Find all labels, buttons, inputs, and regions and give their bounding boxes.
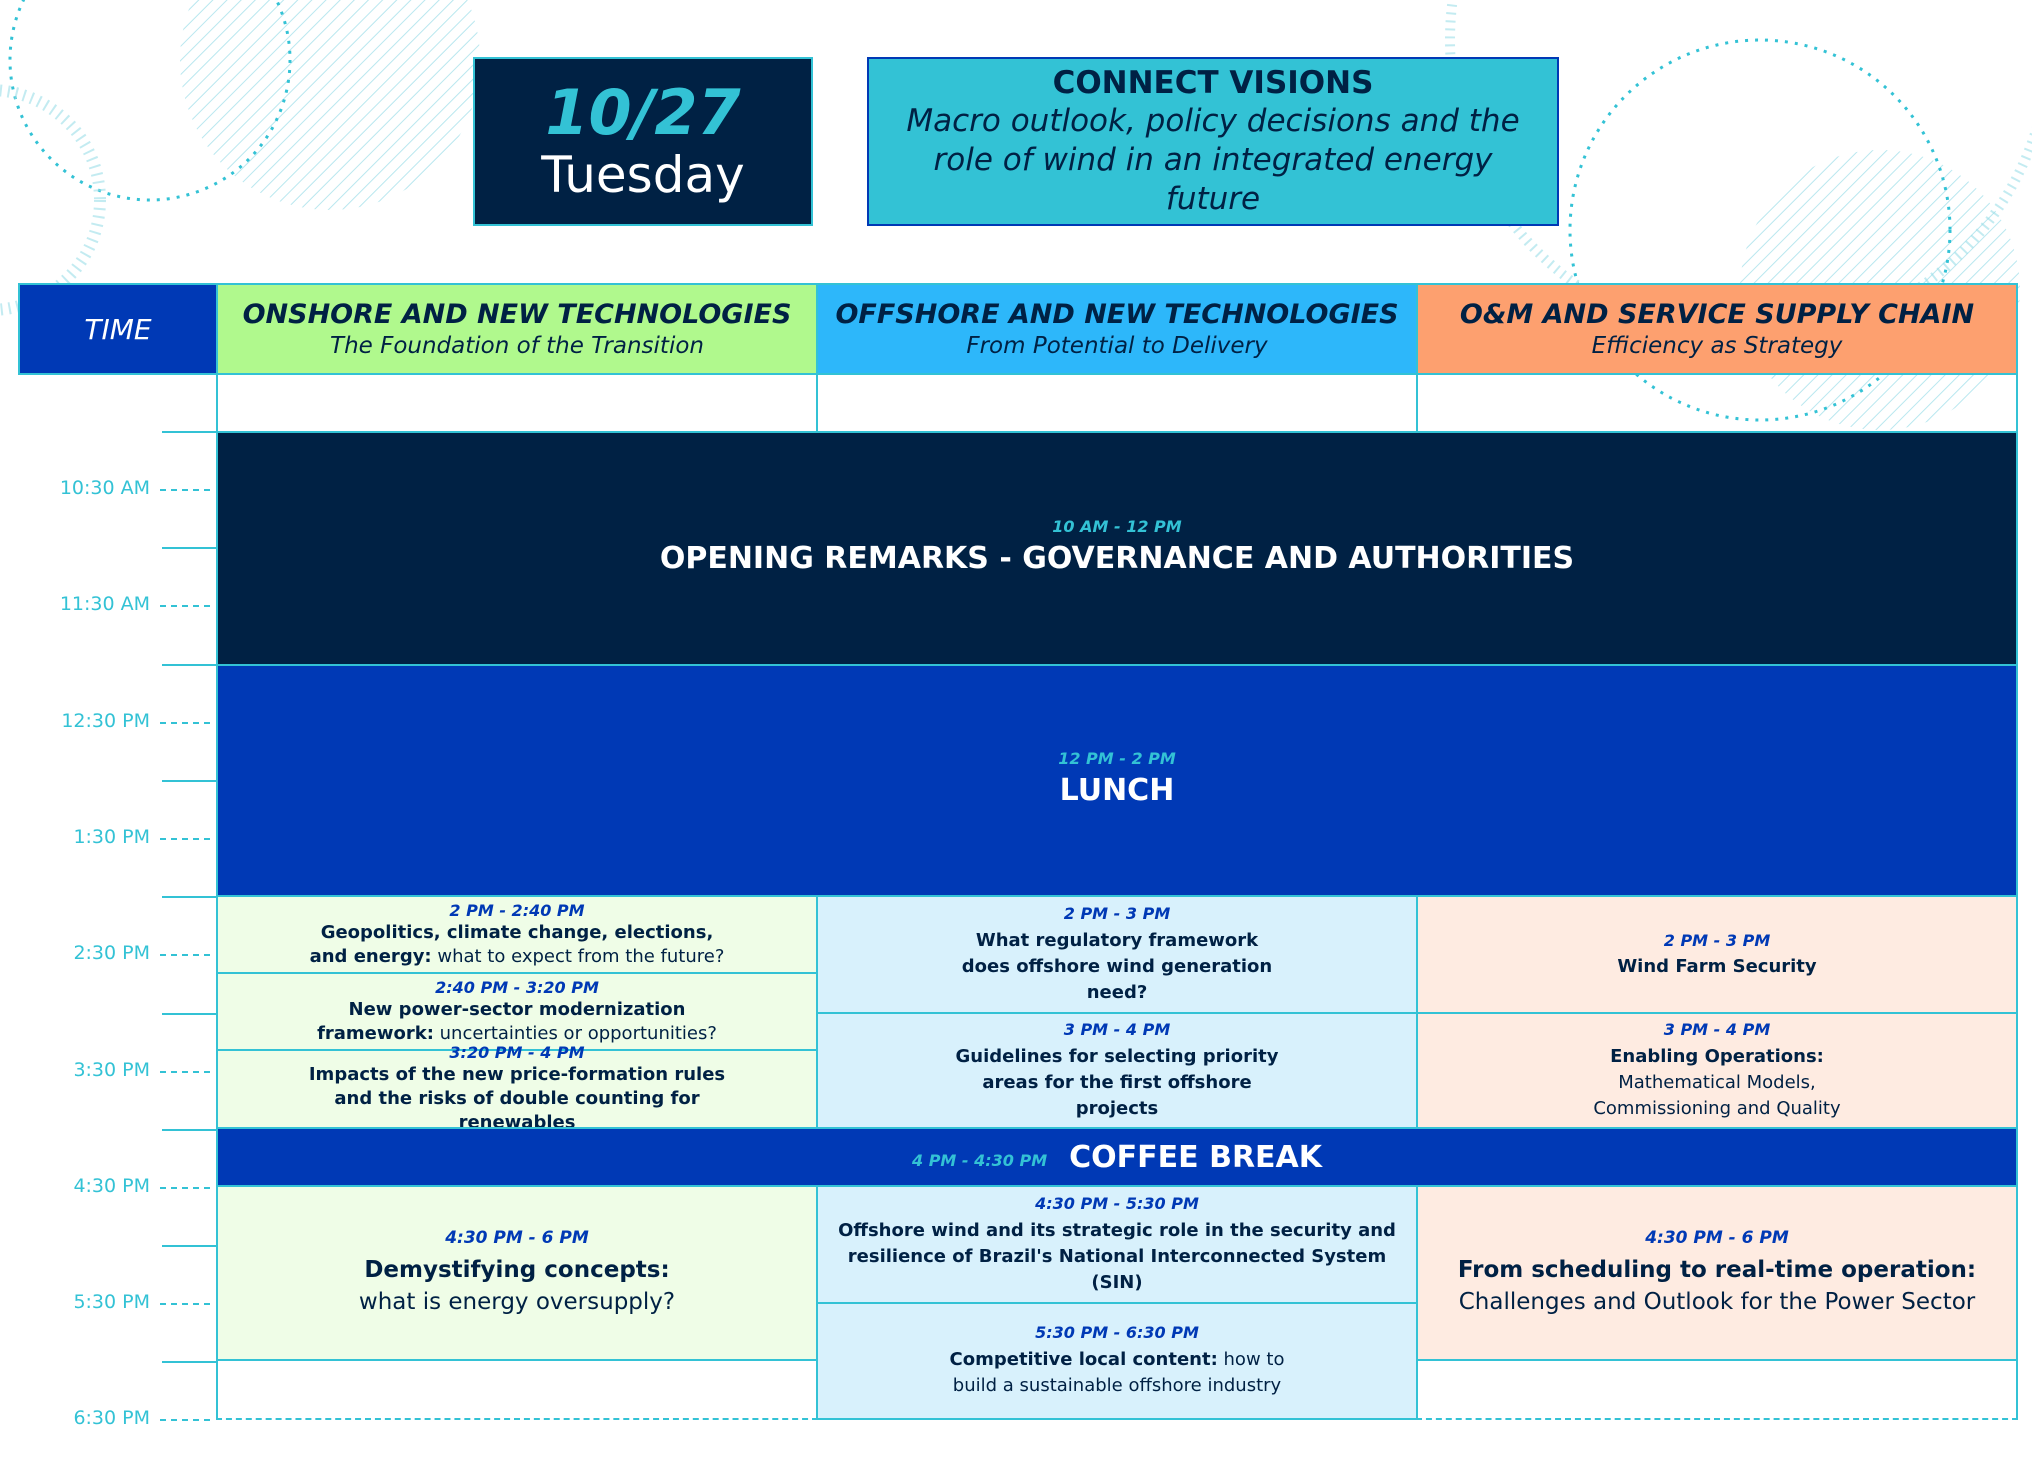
hour-tick [162, 1012, 218, 1015]
track-header-onshore: ONSHORE AND NEW TECHNOLOGIES The Foundat… [216, 283, 818, 375]
session-title: New power-sector modernization framework… [317, 998, 717, 1044]
session-onshore-1[interactable]: 2 PM - 2:40 PM Geopolitics, climate chan… [216, 895, 818, 974]
time-column-header: TIME [18, 283, 218, 375]
session-time: 3 PM - 4 PM [1663, 1019, 1771, 1039]
track-subtitle: The Foundation of the Transition [330, 333, 704, 359]
time-label: 4:30 PM [73, 1174, 150, 1197]
time-dash [160, 1070, 210, 1073]
session-offshore-2[interactable]: 3 PM - 4 PM Guidelines for selecting pri… [816, 1012, 1418, 1129]
session-title-rest: Challenges and Outlook for the Power Sec… [1458, 1289, 1976, 1315]
session-om-3[interactable]: 4:30 PM - 6 PM From scheduling to real-t… [1416, 1185, 2018, 1361]
time-label: 2:30 PM [73, 942, 150, 965]
date-box: 10/27 Tuesday [473, 57, 813, 226]
session-title: Competitive local content: how to build … [949, 1349, 1285, 1396]
track-header-offshore: OFFSHORE AND NEW TECHNOLOGIES From Poten… [816, 283, 1418, 375]
session-time: 10 AM - 12 PM [1052, 516, 1182, 536]
spacer-divider [816, 373, 818, 433]
empty-slot-om [1416, 1359, 2018, 1420]
theme-title: CONNECT VISIONS [1052, 65, 1374, 101]
time-dash [160, 1303, 210, 1306]
session-onshore-3[interactable]: 3:20 PM - 4 PM Impacts of the new price-… [216, 1043, 818, 1133]
session-time: 4:30 PM - 6 PM [1645, 1228, 1789, 1248]
session-title: Geopolitics, climate change, elections, … [309, 921, 725, 967]
weekday: Tuesday [541, 145, 745, 204]
track-subtitle: From Potential to Delivery [966, 333, 1268, 359]
time-label: 11:30 AM [59, 593, 150, 616]
session-time: 4:30 PM - 5:30 PM [1035, 1193, 1199, 1213]
session-time: 12 PM - 2 PM [1058, 748, 1176, 768]
time-dash [160, 1419, 210, 1422]
hour-tick [162, 547, 218, 550]
session-title: Wind Farm Security [1617, 955, 1817, 977]
session-onshore-4[interactable]: 4:30 PM - 6 PM Demystifying concepts: wh… [216, 1185, 818, 1361]
spacer-divider [1416, 373, 1418, 433]
theme-box: CONNECT VISIONS Macro outlook, policy de… [867, 57, 1559, 226]
session-time: 2:40 PM - 3:20 PM [435, 977, 599, 997]
time-dash [160, 1186, 210, 1189]
opening-remarks-block[interactable]: 10 AM - 12 PM OPENING REMARKS - GOVERNAN… [216, 431, 2018, 666]
session-title: Impacts of the new price-formation rules… [308, 1064, 726, 1133]
hour-tick [162, 896, 218, 899]
session-time: 4:30 PM - 6 PM [445, 1228, 589, 1248]
time-label: 5:30 PM [73, 1291, 150, 1314]
track-header-om: O&M AND SERVICE SUPPLY CHAIN Efficiency … [1416, 283, 2018, 375]
session-title: Guidelines for selecting priority areas … [955, 1045, 1279, 1119]
session-time: 5:30 PM - 6:30 PM [1035, 1323, 1199, 1342]
track-subtitle: Efficiency as Strategy [1591, 333, 1843, 359]
hour-tick [162, 663, 218, 666]
time-dash [160, 721, 210, 724]
time-dash [160, 837, 210, 840]
session-title-bold: Demystifying concepts: [364, 1257, 670, 1283]
time-label: 6:30 PM [73, 1407, 150, 1430]
session-offshore-3[interactable]: 4:30 PM - 5:30 PM Offshore wind and its … [816, 1185, 1418, 1304]
session-om-1[interactable]: 2 PM - 3 PM Wind Farm Security [1416, 895, 2018, 1014]
track-title: OFFSHORE AND NEW TECHNOLOGIES [835, 299, 1399, 330]
coffee-break-block[interactable]: 4 PM - 4:30 PM COFFEE BREAK [216, 1127, 2018, 1187]
hour-tick [162, 779, 218, 782]
time-dash [160, 954, 210, 957]
session-time: 4 PM - 4:30 PM [911, 1151, 1048, 1170]
track-title: ONSHORE AND NEW TECHNOLOGIES [242, 299, 792, 330]
time-label: 10:30 AM [59, 477, 150, 499]
time-label: 1:30 PM [73, 825, 150, 848]
session-time: 2 PM - 3 PM [1663, 930, 1771, 950]
session-title: OPENING REMARKS - GOVERNANCE AND AUTHORI… [659, 540, 1575, 576]
time-dash [160, 605, 210, 608]
session-om-2[interactable]: 3 PM - 4 PM Enabling Operations: Mathema… [1416, 1012, 2018, 1129]
hour-tick [162, 431, 218, 433]
date-number: 10/27 [545, 75, 741, 149]
time-dash [160, 489, 210, 491]
session-offshore-1[interactable]: 2 PM - 3 PM What regulatory framework do… [816, 895, 1418, 1014]
session-title-bold: From scheduling to real-time operation: [1457, 1257, 1977, 1283]
hour-tick [162, 1128, 218, 1131]
session-title: LUNCH [1059, 772, 1175, 808]
session-time: 3 PM - 4 PM [1063, 1019, 1171, 1039]
hour-tick [162, 1361, 218, 1364]
lunch-block[interactable]: 12 PM - 2 PM LUNCH [216, 664, 2018, 897]
session-offshore-4[interactable]: 5:30 PM - 6:30 PM Competitive local cont… [816, 1302, 1418, 1420]
session-time: 2 PM - 2:40 PM [449, 900, 585, 920]
spacer-row [216, 373, 2018, 433]
empty-slot-onshore [216, 1359, 818, 1420]
track-title: O&M AND SERVICE SUPPLY CHAIN [1459, 299, 1975, 330]
session-title: COFFEE BREAK [1069, 1139, 1323, 1175]
session-onshore-2[interactable]: 2:40 PM - 3:20 PM New power-sector moder… [216, 972, 818, 1051]
session-time: 3:20 PM - 4 PM [449, 1043, 585, 1062]
session-title: Offshore wind and its strategic role in … [838, 1219, 1396, 1293]
time-label: 12:30 PM [61, 709, 150, 732]
session-title-rest: what is energy oversupply? [358, 1289, 676, 1315]
session-title: Enabling Operations: Mathematical Models… [1593, 1045, 1841, 1119]
time-label: 3:30 PM [73, 1058, 150, 1081]
theme-subtitle: Macro outlook, policy decisions and the … [906, 103, 1520, 217]
hour-tick [162, 1245, 218, 1248]
session-time: 2 PM - 3 PM [1063, 903, 1171, 923]
session-title: What regulatory framework does offshore … [961, 929, 1273, 1003]
